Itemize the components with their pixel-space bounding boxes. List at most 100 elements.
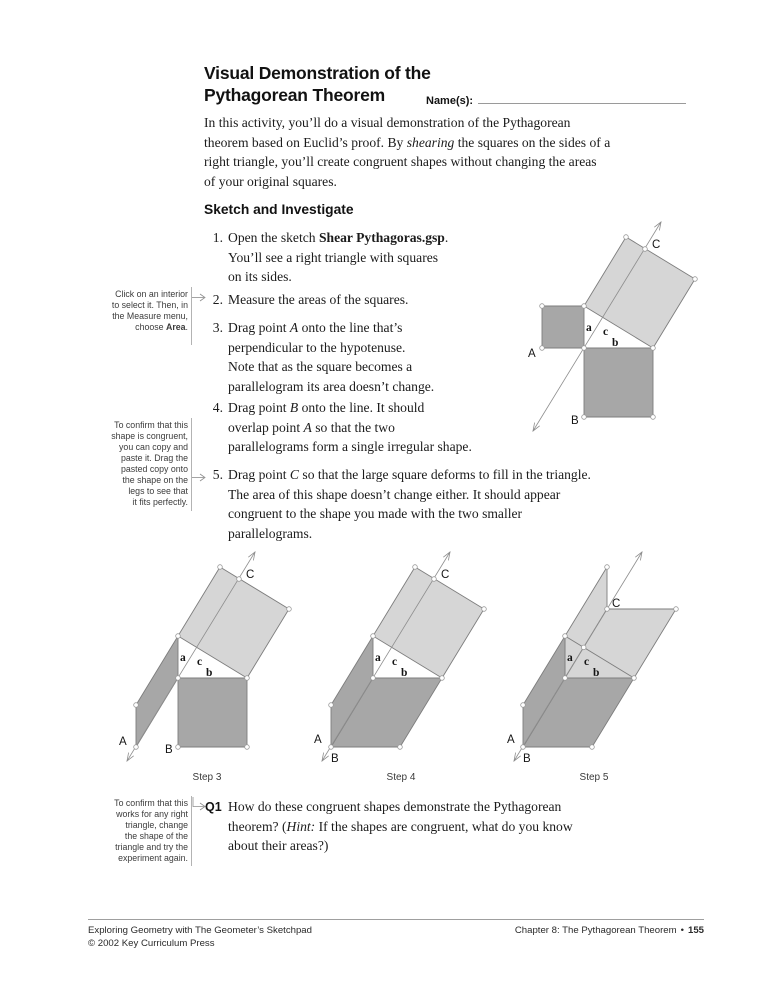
vertex-dot <box>133 702 139 708</box>
vertex-dot <box>589 744 595 750</box>
step-line: Drag point B onto the line. It should <box>228 400 425 415</box>
margin-note-line: the shape on the <box>122 475 188 485</box>
foot-of-perpendicular-dot <box>580 644 587 651</box>
step-line: overlap point A so that the two <box>228 419 395 435</box>
vertex-dot <box>175 675 181 681</box>
step-line: Open the sketch Shear Pythagoras.gsp. <box>228 230 449 245</box>
vertex-dot <box>217 564 223 570</box>
footer-book-title: Exploring Geometry with The Geometer’s S… <box>88 925 312 936</box>
step-line: parallelograms. <box>228 525 313 541</box>
margin-note-line: you can copy and <box>119 442 188 452</box>
vertex-dot <box>539 303 545 309</box>
line-arrowhead <box>321 752 329 762</box>
footer-page-number: 155 <box>687 925 704 936</box>
side-label-b: b <box>401 667 407 679</box>
side-label-b: b <box>593 667 599 679</box>
figure-step5: A B C a c b <box>507 551 679 765</box>
side-label-b: b <box>612 337 618 349</box>
question-line: How do these congruent shapes demonstrat… <box>228 799 562 814</box>
square-on-leg-a <box>541 305 585 349</box>
point-c-dot <box>431 576 437 582</box>
vertex-dot <box>328 744 334 750</box>
step-number: 4. <box>212 400 223 415</box>
step-line: on its sides. <box>228 269 292 284</box>
vertex-dot <box>520 744 526 750</box>
step-line: Drag point C so that the large square de… <box>228 467 591 482</box>
point-label-B: B <box>523 753 531 765</box>
point-label-B: B <box>331 753 339 765</box>
square-on-leg-b <box>583 347 654 418</box>
step-line: perpendicular to the hypotenuse. <box>228 339 406 355</box>
step-item-3: 3. Drag point A onto the line that’s per… <box>204 318 434 396</box>
margin-note-line: to select it. Then, in <box>111 300 188 310</box>
step-line: The area of this shape doesn’t change ei… <box>228 486 561 502</box>
hypotenuse-edge <box>564 635 635 679</box>
step-item-1: 1. Open the sketch Shear Pythagoras.gsp.… <box>204 228 448 287</box>
figure-original: A B C a c b <box>528 221 698 432</box>
step-number: 3. <box>212 320 223 335</box>
side-label-b: b <box>206 667 212 679</box>
intro-line: right triangle, you’ll create congruent … <box>204 154 597 169</box>
side-label-c: c <box>603 326 608 338</box>
vertex-dot <box>562 675 568 681</box>
margin-note-line: the shape of the <box>124 831 188 841</box>
line-arrowhead <box>443 551 451 561</box>
margin-note-2: To confirm that this shape is congruent,… <box>85 420 188 508</box>
margin-note-rule <box>191 287 192 345</box>
intro-line: of your original squares. <box>204 173 337 189</box>
figure-caption-step4: Step 4 <box>386 772 416 783</box>
margin-note-rule <box>191 418 192 511</box>
footer-rule <box>88 919 704 920</box>
vertex-dot <box>581 303 587 309</box>
figure-caption-step3: Step 3 <box>192 772 222 783</box>
vertex-dot <box>650 345 656 351</box>
margin-note-line: To confirm that this <box>114 420 188 430</box>
construction-line <box>532 221 662 432</box>
line-arrowhead <box>532 422 540 432</box>
vertex-dot <box>539 345 545 351</box>
parallelogram-a <box>135 635 179 748</box>
margin-arrow-icon <box>192 293 206 302</box>
point-c-dot <box>236 576 242 582</box>
point-label-C: C <box>441 569 449 581</box>
vertex-dot <box>623 234 629 240</box>
vertex-dot <box>581 414 587 420</box>
margin-note-line: To confirm that this <box>114 798 188 808</box>
point-label-B: B <box>571 415 579 427</box>
construction-line <box>126 551 256 762</box>
side-label-a: a <box>567 652 573 664</box>
point-label-A: A <box>314 734 322 746</box>
vertex-dot <box>370 675 376 681</box>
margin-arrow-elbow-icon <box>192 797 206 811</box>
margin-note-line: choose Area. <box>135 322 188 332</box>
vertex-dot <box>175 744 181 750</box>
footer-chapter: Chapter 8: The Pythagorean Theorem <box>514 925 677 936</box>
margin-note-line: pasted copy onto <box>120 464 188 474</box>
square-on-hypotenuse <box>372 566 485 679</box>
margin-note-line: the Measure menu, <box>112 311 188 321</box>
vertex-dot <box>692 276 698 282</box>
footer-left: Exploring Geometry with The Geometer’s S… <box>88 924 312 950</box>
page-title: Visual Demonstration of the Pythagorean … <box>204 63 431 106</box>
point-label-C: C <box>246 569 254 581</box>
margin-note-line: Click on an interior <box>115 289 188 299</box>
step-line: Measure the areas of the squares. <box>228 292 409 307</box>
footer-copyright: © 2002 Key Curriculum Press <box>88 938 215 949</box>
line-arrowhead <box>126 752 134 762</box>
point-c-dot <box>604 606 610 612</box>
margin-note-line: triangle and try the <box>115 842 188 852</box>
step-item-5: 5. Drag point C so that the large square… <box>204 465 591 543</box>
vertex-dot <box>581 345 587 351</box>
margin-note-line: triangle, change <box>125 820 188 830</box>
step-number: 1. <box>212 230 223 245</box>
vertex-dot <box>175 633 181 639</box>
side-label-c: c <box>584 656 589 668</box>
vertex-dot <box>439 675 445 681</box>
side-label-a: a <box>180 652 186 664</box>
name-field-row: Name(s): <box>426 91 687 109</box>
page-title-line2: Pythagorean Theorem <box>204 84 385 105</box>
intro-line: In this activity, you’ll do a visual dem… <box>204 115 571 130</box>
vertex-dot <box>244 744 250 750</box>
intro-paragraph: In this activity, you’ll do a visual dem… <box>204 113 610 191</box>
